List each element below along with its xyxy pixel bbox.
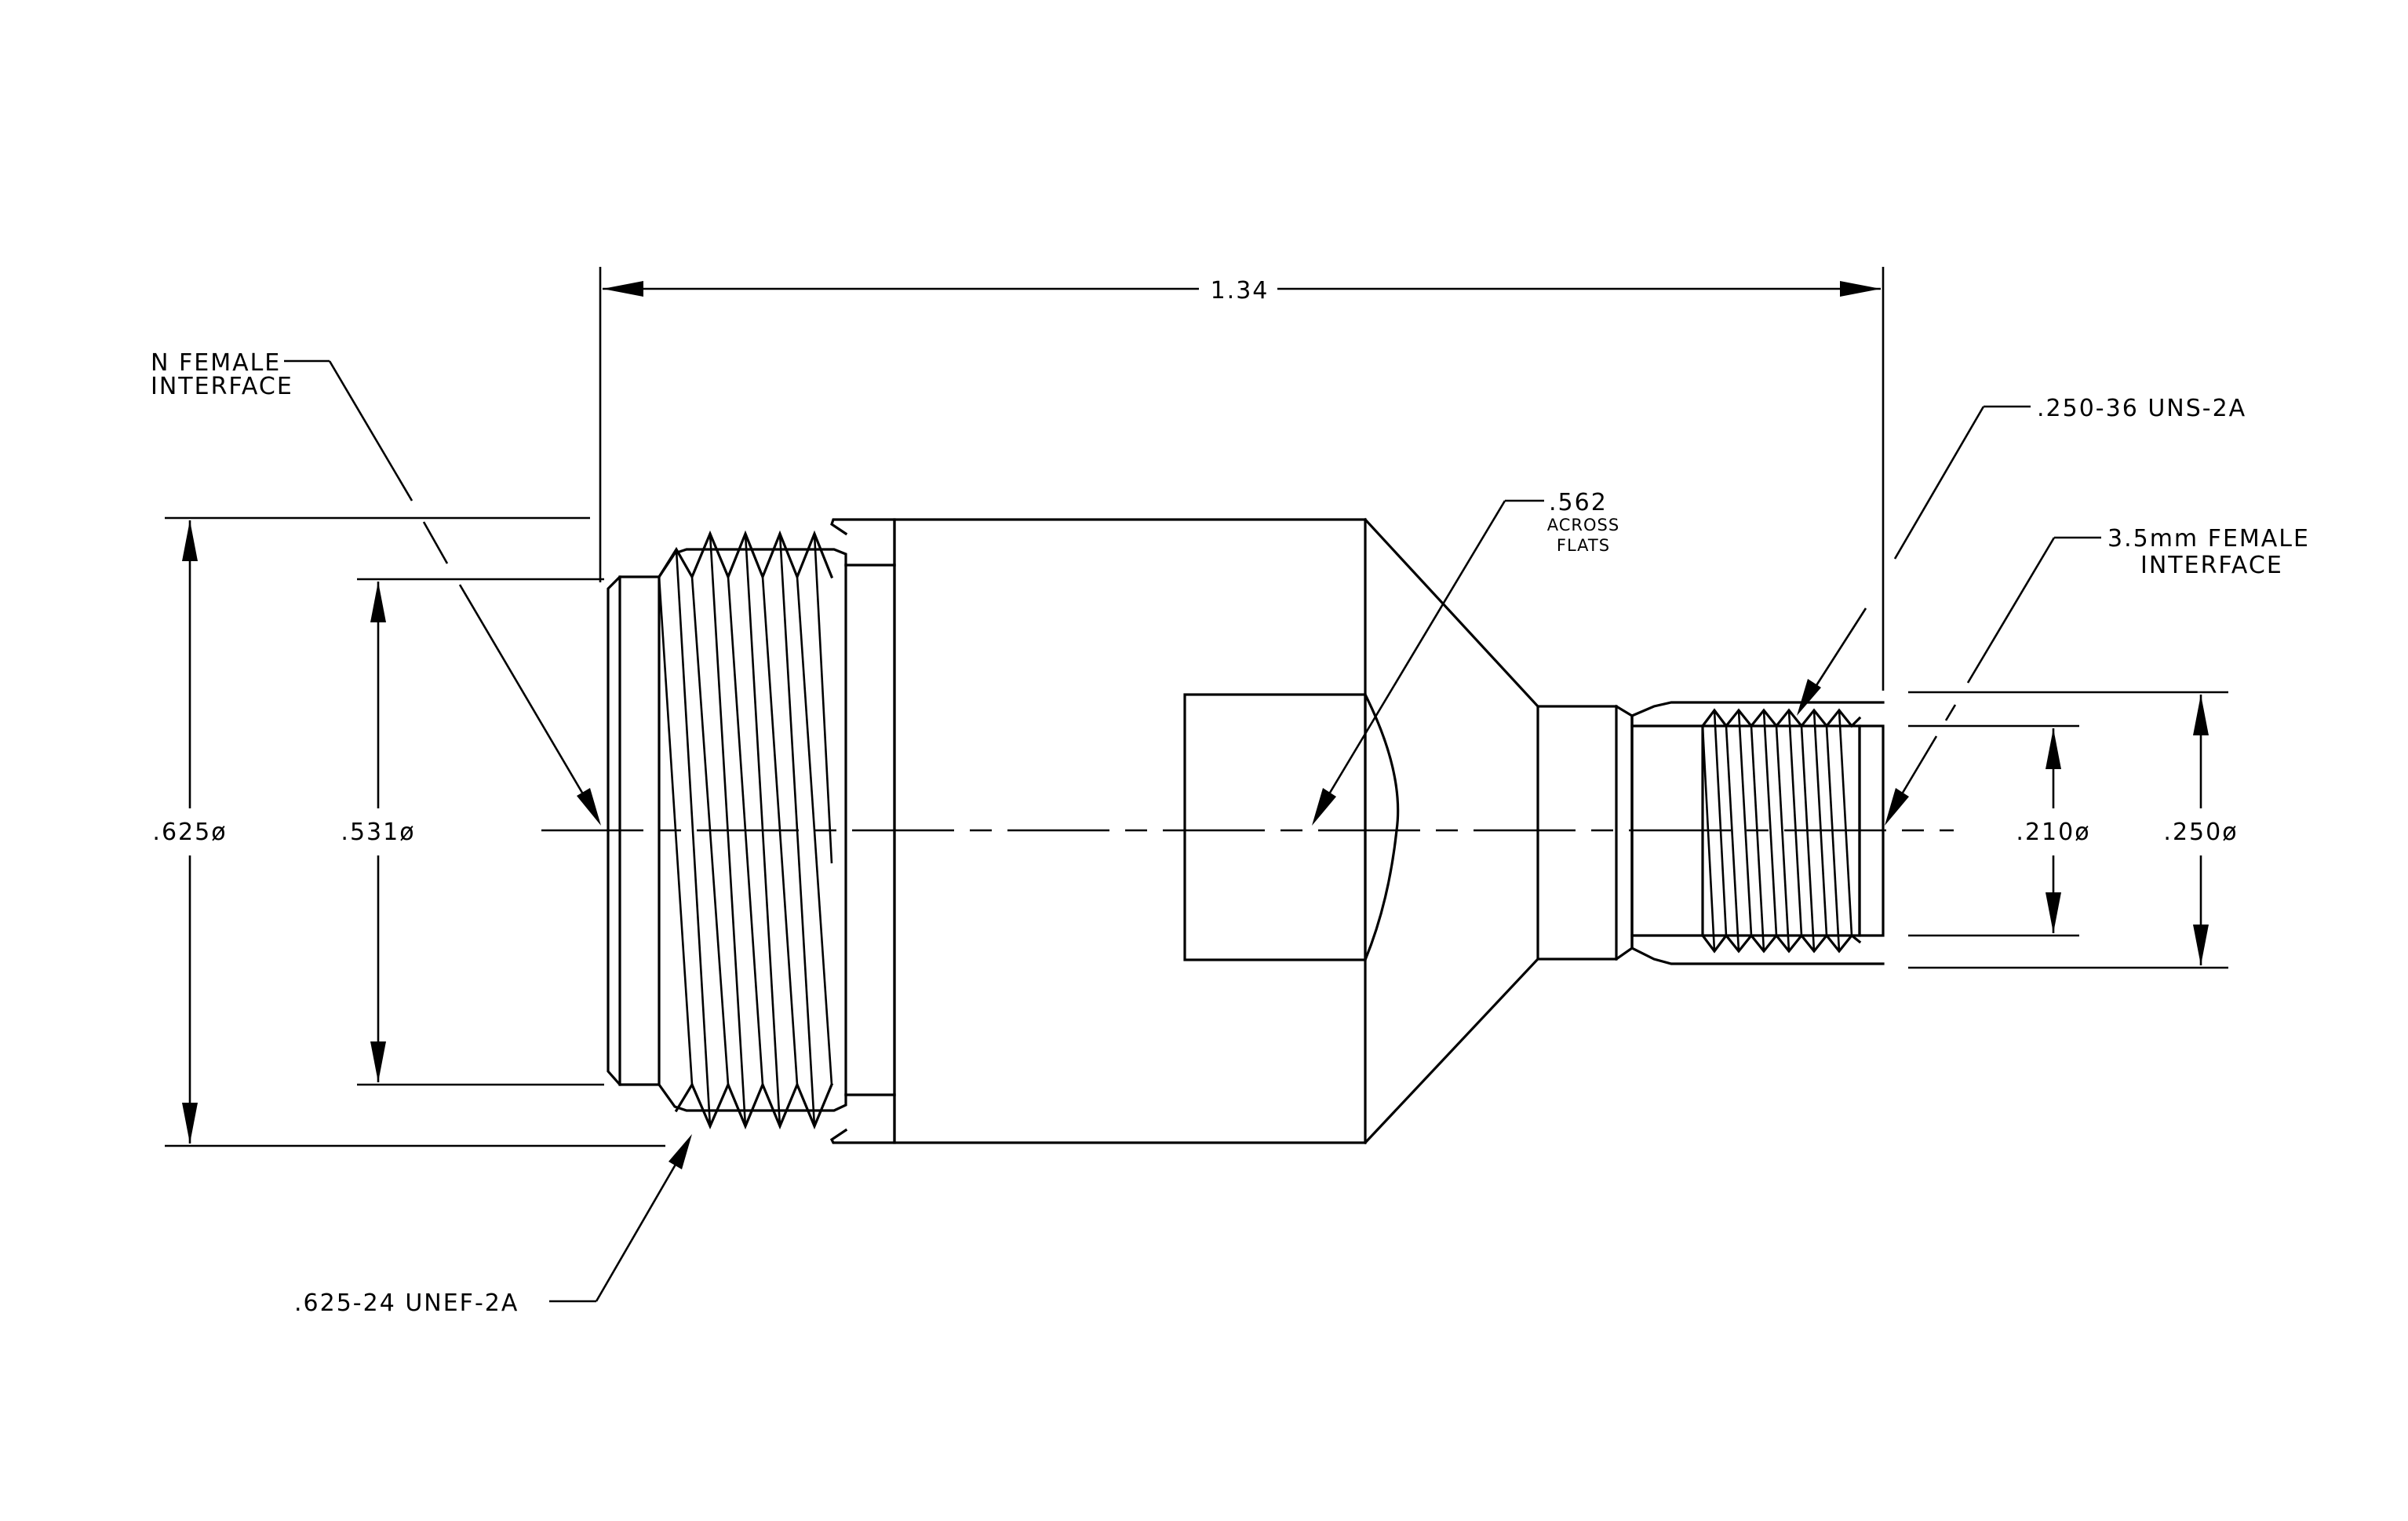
overall-length-label: 1.34 <box>1211 277 1270 305</box>
dimension-right-inner-diameter: .210ø <box>2005 728 2102 933</box>
callout-right-thread: .250-36 UNS-2A <box>1797 395 2246 716</box>
dimension-left-outer-diameter: .625ø <box>141 520 239 1143</box>
left-thread-label: .625-24 UNEF-2A <box>294 1289 519 1317</box>
dimension-overall-length: 1.34 <box>603 277 1881 305</box>
hex-body <box>893 517 1540 1145</box>
callout-3-5mm-female-interface: 3.5mm FEMALE INTERFACE <box>1885 525 2310 826</box>
right-thread-label: .250-36 UNS-2A <box>2037 395 2246 422</box>
n-female-label-line1: N FEMALE <box>151 349 281 377</box>
right-connector-profile <box>1536 701 1885 965</box>
left-outer-diameter-label: .625ø <box>152 819 227 846</box>
right-outer-diameter-label: .250ø <box>2163 819 2238 846</box>
across-flats-size: .562 <box>1549 489 1608 516</box>
dimension-left-inner-diameter: .531ø <box>330 582 427 1082</box>
female-3-5mm-label-line1: 3.5mm FEMALE <box>2107 525 2310 553</box>
across-flats-note-line2: FLATS <box>1557 536 1610 555</box>
callout-across-flats: .562 ACROSS FLATS <box>1312 489 1619 826</box>
right-inner-diameter-label: .210ø <box>2016 819 2090 846</box>
extension-lines <box>165 267 2228 1147</box>
dimension-right-outer-diameter: .250ø <box>2152 695 2250 965</box>
across-flats-note-line1: ACROSS <box>1547 516 1619 534</box>
left-connector-profile <box>607 518 896 1144</box>
callout-n-female-interface: N FEMALE INTERFACE <box>151 349 601 826</box>
n-female-label-line2: INTERFACE <box>151 373 293 400</box>
left-inner-diameter-label: .531ø <box>341 819 415 846</box>
female-3-5mm-label-line2: INTERFACE <box>2140 552 2283 579</box>
callout-left-thread: .625-24 UNEF-2A <box>294 1134 692 1317</box>
